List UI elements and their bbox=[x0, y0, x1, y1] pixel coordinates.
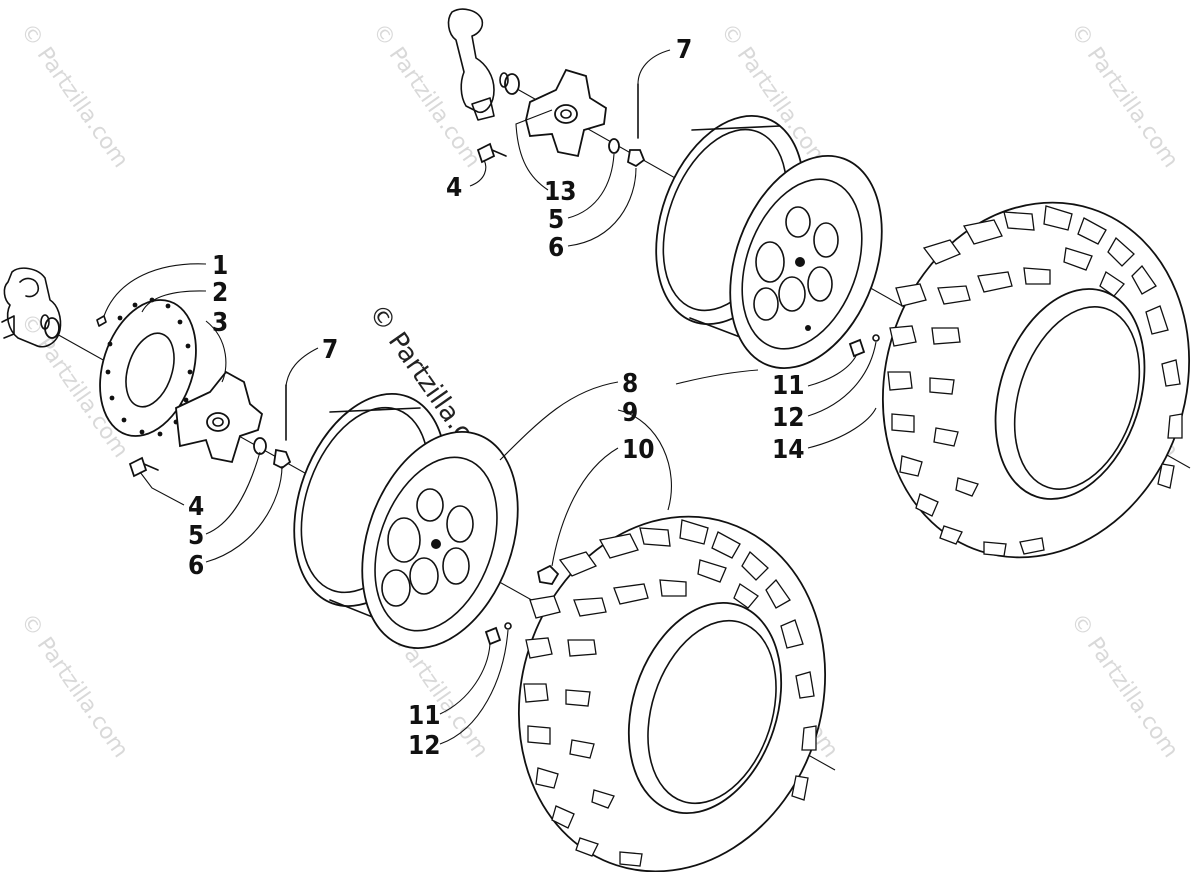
callout-1: 1 bbox=[212, 251, 228, 281]
washer-left bbox=[253, 437, 267, 455]
callout-7-left: 7 bbox=[322, 335, 338, 365]
callout-labels: 1 2 3 4 5 6 7 8 9 10 11 12 7 4 13 5 6 11… bbox=[188, 35, 805, 761]
steering-knuckle-left bbox=[1, 267, 62, 348]
watermark-tile: © Partzilla.com bbox=[15, 609, 133, 762]
callout-9: 9 bbox=[622, 398, 638, 428]
callout-8: 8 bbox=[622, 369, 638, 399]
tire-right bbox=[881, 201, 1191, 559]
watermark-tile: © Partzilla.com bbox=[15, 19, 133, 172]
watermark-tile: © Partzilla.com bbox=[1065, 609, 1183, 762]
callout-5-left: 5 bbox=[188, 521, 204, 551]
wheel-hub-left bbox=[175, 370, 264, 464]
callout-7-right: 7 bbox=[676, 35, 692, 65]
leader-lines bbox=[103, 49, 877, 745]
callout-14: 14 bbox=[772, 435, 805, 465]
washer-right bbox=[608, 138, 620, 154]
callout-5-right: 5 bbox=[548, 205, 564, 235]
watermark-tile: © Partzilla.com bbox=[1065, 19, 1183, 172]
stud-bolt-right bbox=[476, 142, 507, 164]
callout-12-right: 12 bbox=[772, 403, 805, 433]
valve-stem-left bbox=[484, 622, 512, 646]
rim-right bbox=[655, 114, 883, 370]
rim-left bbox=[293, 392, 519, 649]
callout-2: 2 bbox=[212, 278, 228, 308]
callout-6-left: 6 bbox=[188, 551, 204, 581]
watermark-tile: © Partzilla.com bbox=[367, 19, 485, 172]
nut-right bbox=[627, 149, 646, 168]
callout-6-right: 6 bbox=[548, 233, 564, 263]
callout-3: 3 bbox=[212, 308, 228, 338]
bolt-1 bbox=[96, 315, 107, 327]
callout-13: 13 bbox=[544, 177, 577, 207]
lug-nut-10 bbox=[536, 564, 560, 585]
valve-stem-right bbox=[848, 334, 880, 358]
wheel-hub-right bbox=[525, 68, 607, 158]
stud-bolt-left bbox=[128, 456, 159, 478]
brake-disc bbox=[99, 297, 197, 437]
callout-4-right: 4 bbox=[446, 173, 462, 203]
callout-11-right: 11 bbox=[772, 371, 805, 401]
nut-left bbox=[273, 448, 292, 470]
tire-left bbox=[517, 515, 827, 872]
steering-knuckle-right bbox=[447, 8, 520, 121]
callout-4-left: 4 bbox=[188, 492, 204, 522]
callout-12-left: 12 bbox=[408, 731, 441, 761]
callout-11-left: 11 bbox=[408, 701, 441, 731]
callout-10: 10 bbox=[622, 435, 655, 465]
